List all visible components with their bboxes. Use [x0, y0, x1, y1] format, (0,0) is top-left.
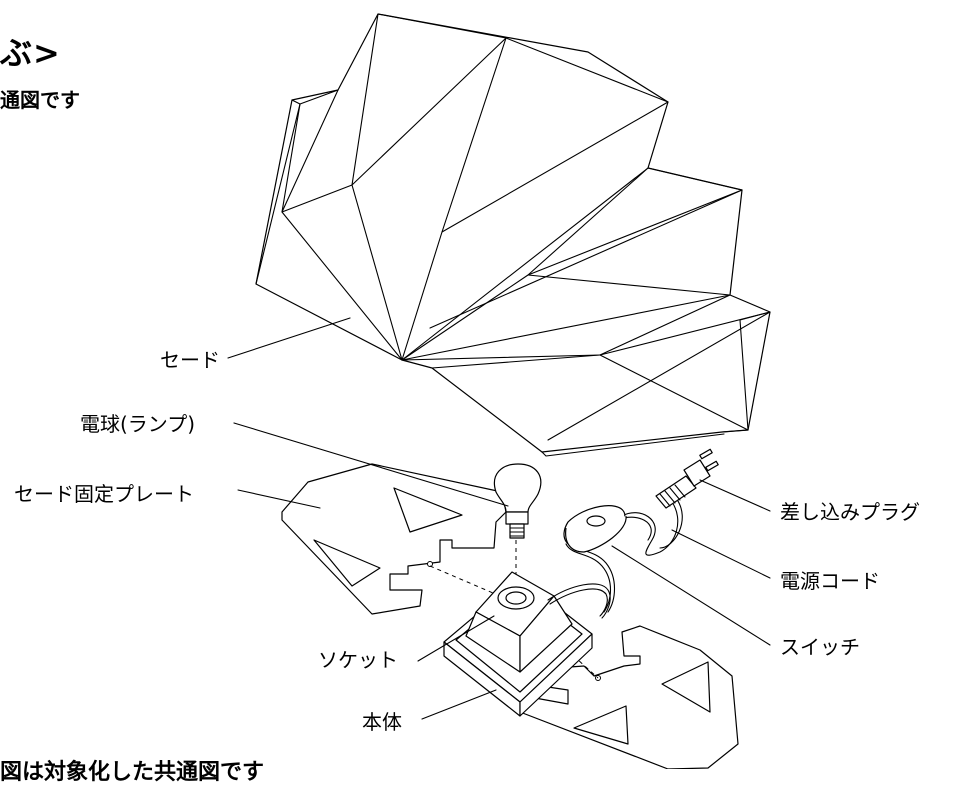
- label-bulb: 電球(ランプ): [80, 412, 196, 436]
- base-illustration: [443, 571, 593, 717]
- label-socket: ソケット: [318, 648, 398, 672]
- shade-plate-lower: [519, 625, 739, 769]
- label-switch: スイッチ: [780, 635, 860, 659]
- switch-illustration: [563, 505, 627, 553]
- shade-plate-upper: [281, 463, 507, 615]
- label-shade: セード: [160, 348, 220, 372]
- label-cord: 電源コード: [780, 569, 880, 593]
- page-subtitle: 通図です: [0, 88, 80, 112]
- label-shade-plate: セード固定プレート: [14, 482, 194, 506]
- lamp-exploded-diagram: [227, 13, 771, 769]
- page-title: ぶ>: [0, 34, 61, 72]
- leader-lines: [227, 317, 771, 720]
- plug-illustration: [655, 448, 719, 509]
- bulb-illustration: [493, 463, 542, 539]
- label-plug: 差し込みプラグ: [780, 500, 920, 524]
- shade-illustration: [255, 13, 771, 457]
- label-body: 本体: [362, 710, 402, 734]
